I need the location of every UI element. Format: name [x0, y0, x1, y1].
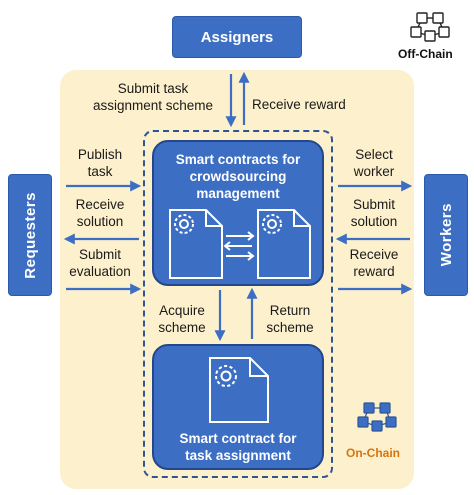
label-publish-task: Publish task: [77, 147, 123, 179]
label-select-worker: Select worker: [353, 147, 395, 179]
off-chain-blockchain-icon: [410, 12, 450, 42]
crowdsourcing-contract-title: Smart contracts for crowdsourcing manage…: [175, 152, 301, 201]
document-gear-icon: [209, 357, 269, 423]
label-receive-solution-left: Receive solution: [75, 197, 125, 229]
label-submit-solution-right: Submit solution: [350, 197, 398, 229]
task-assignment-contract-box: Smart contract for task assignment: [152, 344, 324, 470]
label-return-scheme: Return scheme: [266, 303, 314, 335]
label-receive-reward-right: Receive reward: [349, 247, 399, 279]
workers-box: Workers: [424, 174, 468, 296]
label-acquire-scheme: Acquire scheme: [158, 303, 206, 335]
label-receive-reward-top: Receive reward: [252, 97, 346, 112]
document-gear-pair-icon: [169, 209, 311, 279]
crowdsourcing-contract-box: Smart contracts for crowdsourcing manage…: [152, 140, 324, 286]
assigners-box: Assigners: [172, 16, 302, 58]
label-submit-scheme: Submit task assignment scheme: [92, 81, 214, 113]
label-submit-evaluation: Submit evaluation: [69, 247, 131, 279]
smart-contract-group: [143, 130, 333, 478]
on-chain-label: On-Chain: [346, 446, 400, 460]
on-chain-blockchain-icon: [357, 402, 397, 432]
requesters-box: Requesters: [8, 174, 52, 296]
task-assignment-contract-title: Smart contract for task assignment: [179, 431, 297, 463]
assigners-label: Assigners: [200, 28, 274, 46]
off-chain-label: Off-Chain: [398, 47, 453, 61]
